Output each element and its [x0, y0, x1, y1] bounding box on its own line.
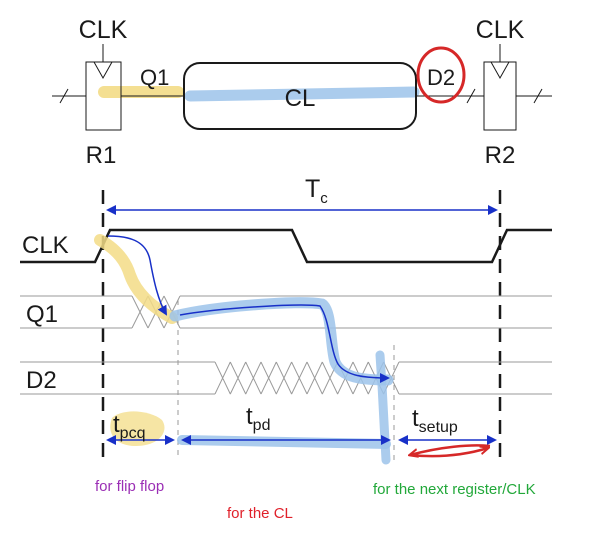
- row-label-clk: CLK: [22, 232, 69, 259]
- r1-label: R1: [86, 142, 117, 169]
- register-r2: [483, 61, 517, 131]
- blue-q1-to-d2-highlight: [169, 297, 394, 386]
- note-cl: for the CL: [227, 505, 293, 522]
- clk-to-q1-arrow: [107, 235, 167, 316]
- row-label-q1: Q1: [26, 301, 58, 328]
- combinational-logic-block: [183, 62, 417, 130]
- note-next-register: for the next register/CLK: [373, 481, 536, 498]
- clk-label-right: CLK: [476, 16, 525, 44]
- q1-label: Q1: [140, 65, 169, 90]
- bus-tick-right: [533, 88, 543, 104]
- circuit-schematic: CLK CLK Q1 D2 CL R1 R2: [52, 16, 552, 169]
- tsetup-red-scribble: [410, 445, 490, 456]
- d2-waveform: [20, 361, 552, 395]
- clk-label-left: CLK: [79, 16, 128, 44]
- cl-label: CL: [285, 85, 316, 112]
- tsetup-label: tsetup: [412, 405, 458, 436]
- bus-tick-mid: [466, 88, 476, 104]
- clock-triangle-r1: [93, 61, 113, 80]
- cl-path-highlight: [184, 86, 420, 102]
- tpd-label: tpd: [246, 403, 270, 434]
- timing-waveforms: Tc CLK Q1 D2: [20, 175, 552, 465]
- bus-tick-left: [59, 88, 69, 104]
- q1-to-d2-arrow: [179, 304, 390, 383]
- r2-label: R2: [485, 142, 516, 169]
- d2-red-circle: [416, 46, 466, 104]
- tpcq-label: tpcq: [113, 411, 145, 442]
- clock-triangle-r2: [490, 61, 510, 80]
- tc-label: Tc: [305, 175, 328, 207]
- yellow-clk-to-q-highlight: [94, 234, 178, 324]
- note-flip-flop: for flip flop: [95, 478, 165, 495]
- row-label-d2: D2: [26, 367, 57, 394]
- clk-waveform: [20, 228, 552, 264]
- d2-label: D2: [427, 65, 455, 90]
